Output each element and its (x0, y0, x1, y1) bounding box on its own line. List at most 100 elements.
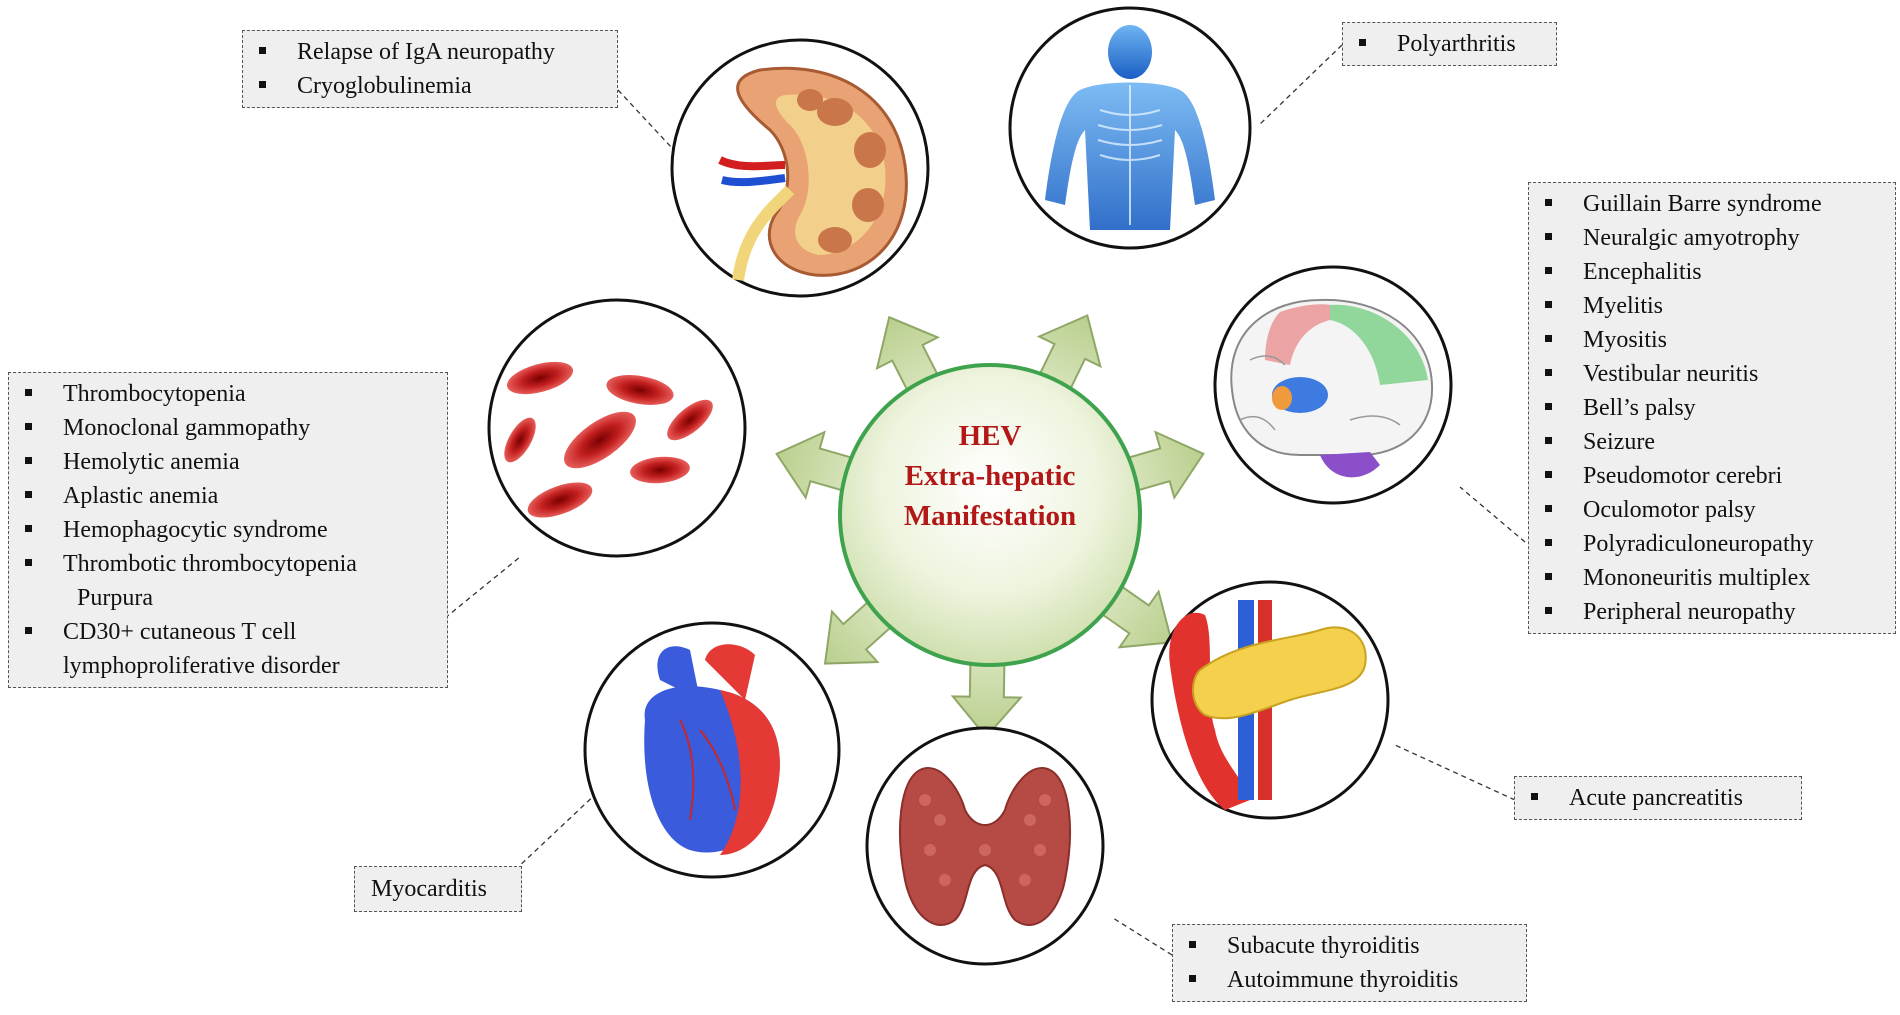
list-item: Neuralgic amyotrophy (1543, 221, 1885, 255)
list-item-text-continued: Purpura (77, 585, 153, 611)
bullet-icon (1545, 199, 1552, 206)
list-item-text: Aplastic anemia (63, 483, 219, 509)
heart-manifestation-box: Myocarditis (354, 866, 522, 912)
connector-neuro (1459, 486, 1526, 543)
list-item: Seizure (1543, 425, 1885, 459)
list-item: Peripheral neuropathy (1543, 595, 1885, 629)
list-item: Thrombocytopenia (23, 377, 437, 411)
list-item-text: Bell’s palsy (1583, 395, 1696, 421)
list-item-text: Pseudomotor cerebri (1583, 463, 1783, 489)
list-item: CD30+ cutaneous T cell lymphoproliferativ… (23, 615, 437, 683)
connector-blood (444, 556, 521, 619)
list-item-text: Mononeuritis multiplex (1583, 565, 1811, 591)
joints-manifestations-box: Polyarthritis (1342, 22, 1557, 66)
list-item: Hemolytic anemia (23, 445, 437, 479)
bullet-icon (259, 81, 266, 88)
kidney-manifestations-box: Relapse of IgA neuropathy Cryoglobulinem… (242, 30, 618, 108)
connector-thyroid (1112, 917, 1173, 956)
bullet-icon (25, 525, 32, 532)
bullet-icon (1545, 539, 1552, 546)
pancreas-circle (1150, 580, 1390, 820)
bullet-icon (1359, 39, 1366, 46)
list-item: Autoimmune thyroiditis (1187, 963, 1516, 997)
center-title-line-1: HEV (959, 420, 1022, 452)
list-item-text: Neuralgic amyotrophy (1583, 225, 1800, 251)
list-item-text: Monoclonal gammopathy (63, 415, 311, 441)
bullet-icon (25, 491, 32, 498)
bullet-icon (1545, 403, 1552, 410)
list-item: Mononeuritis multiplex (1543, 561, 1885, 595)
bullet-icon (1545, 471, 1552, 478)
heart-illustration (644, 644, 780, 855)
bullet-icon (1545, 607, 1552, 614)
list-item-text: Myositis (1583, 327, 1668, 353)
list-item: Acute pancreatitis (1529, 781, 1791, 815)
connector-kidney (617, 89, 673, 149)
myocarditis-label: Myocarditis (371, 876, 487, 902)
skeleton-circle (1008, 6, 1252, 250)
list-item-text: Thrombotic thrombocytopenia (63, 551, 357, 577)
bullet-icon (1189, 975, 1196, 982)
bullet-icon (25, 389, 32, 396)
list-item: Polyradiculoneuropathy (1543, 527, 1885, 561)
center-title-line-3: Manifestation (904, 500, 1076, 532)
center-hub: HEV Extra-hepatic Manifestation (838, 363, 1142, 667)
bullet-icon (1545, 267, 1552, 274)
list-item-text: Polyradiculoneuropathy (1583, 531, 1814, 557)
connector-joints (1257, 44, 1343, 127)
list-item-text: Guillain Barre syndrome (1583, 191, 1822, 217)
list-item: Pseudomotor cerebri (1543, 459, 1885, 493)
list-item-text: Vestibular neuritis (1583, 361, 1759, 387)
bullet-icon (25, 559, 32, 566)
bullet-icon (1545, 437, 1552, 444)
bullet-icon (25, 423, 32, 430)
heart-circle (583, 621, 841, 879)
brain-illustration (1230, 298, 1434, 478)
blood-manifestations-box: Thrombocytopenia Monoclonal gammopathy H… (8, 372, 448, 688)
list-item: Relapse of IgA neuropathy (257, 35, 607, 69)
list-item: Myositis (1543, 323, 1885, 357)
connector-lines (444, 44, 1526, 956)
connector-pancreas (1394, 744, 1516, 801)
bullet-icon (259, 47, 266, 54)
list-item: Subacute thyroiditis (1187, 929, 1516, 963)
list-item-text: Myelitis (1583, 293, 1664, 319)
list-item: Hemophagocytic syndrome (23, 513, 437, 547)
list-item-text: Thrombocytopenia (63, 381, 246, 407)
list-item: Aplastic anemia (23, 479, 437, 513)
bullet-icon (25, 627, 32, 634)
list-item-text: CD30+ cutaneous T cell (63, 619, 297, 645)
list-item-text-continued: lymphoproliferative disorder (63, 653, 340, 679)
thyroid-circle (865, 726, 1105, 966)
brain-circle (1213, 265, 1453, 505)
list-item-text: Autoimmune thyroiditis (1227, 967, 1459, 993)
center-title-line-2: Extra-hepatic (905, 460, 1076, 492)
list-item-text: Polyarthritis (1397, 31, 1516, 57)
list-item: Cryoglobulinemia (257, 69, 607, 103)
list-item-text: Hemolytic anemia (63, 449, 240, 475)
skeleton-illustration (1045, 25, 1215, 230)
neuro-manifestations-box: Guillain Barre syndrome Neuralgic amyotr… (1528, 182, 1896, 634)
list-item: Bell’s palsy (1543, 391, 1885, 425)
thyroid-illustration (899, 767, 1071, 926)
list-item-text: Hemophagocytic syndrome (63, 517, 328, 543)
bullet-icon (1545, 573, 1552, 580)
bullet-icon (1545, 369, 1552, 376)
pancreas-manifestations-box: Acute pancreatitis (1514, 776, 1802, 820)
bullet-icon (1545, 233, 1552, 240)
list-item-text: Cryoglobulinemia (297, 73, 472, 99)
connector-heart (514, 789, 601, 871)
list-item-text: Relapse of IgA neuropathy (297, 39, 555, 65)
list-item: Guillain Barre syndrome (1543, 187, 1885, 221)
kidney-circle (670, 38, 930, 298)
list-item: Oculomotor palsy (1543, 493, 1885, 527)
list-item: Encephalitis (1543, 255, 1885, 289)
bullet-icon (1189, 941, 1196, 948)
thyroid-manifestations-box: Subacute thyroiditis Autoimmune thyroidi… (1172, 924, 1527, 1002)
list-item: Polyarthritis (1357, 27, 1546, 61)
list-item-text: Oculomotor palsy (1583, 497, 1756, 523)
list-item: Myelitis (1543, 289, 1885, 323)
list-item: Monoclonal gammopathy (23, 411, 437, 445)
